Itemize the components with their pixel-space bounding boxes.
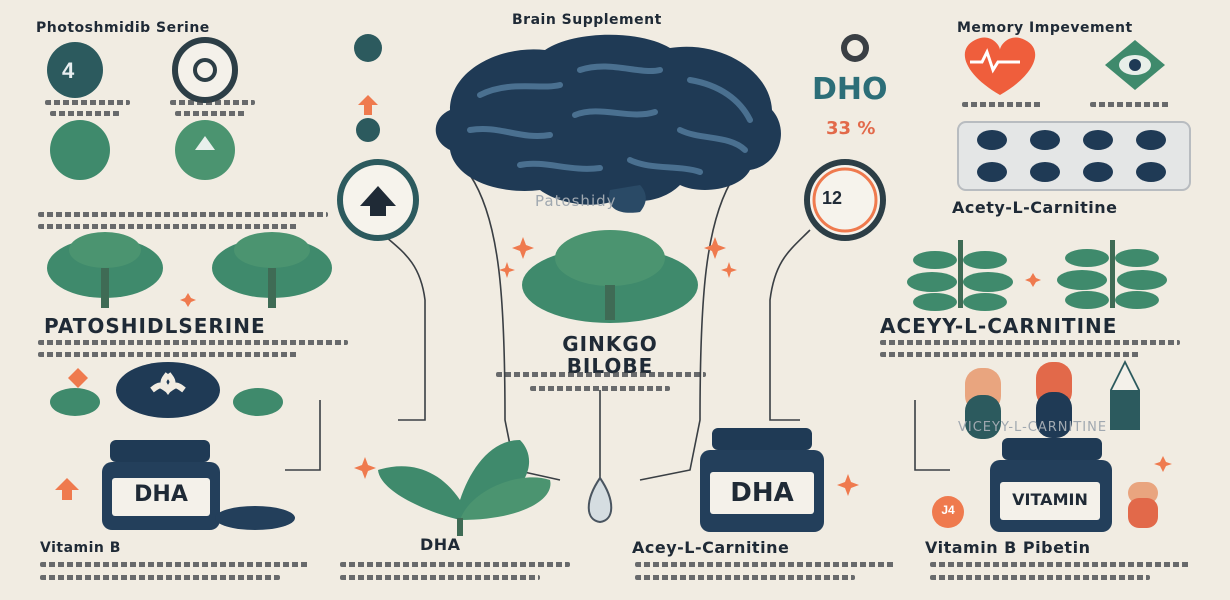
squiggle-text: [38, 340, 348, 345]
squiggle-text: [1090, 102, 1170, 107]
ginkgo-leaf-icon: [378, 440, 551, 536]
small-icons-upper: [354, 34, 869, 142]
ginkgo-tree-icon: [522, 230, 698, 323]
capsules-right: [965, 360, 1140, 439]
squiggle-text: [40, 575, 280, 580]
squiggle-text: [930, 575, 1150, 580]
brain-supplement-title: Brain Supplement: [512, 12, 662, 28]
sparkle-icons: [55, 237, 1172, 500]
jar-left: [102, 440, 295, 530]
squiggle-text: [340, 575, 540, 580]
squiggle-text: [38, 212, 328, 217]
squiggle-text: [635, 575, 855, 580]
dha-bottom-label: DHA: [420, 535, 461, 554]
heart-icon: [964, 37, 1036, 95]
connector-lines: [285, 174, 950, 505]
icon-number-left: 4: [62, 58, 75, 83]
arrow-circle-left: [337, 159, 419, 241]
water-drop-icon: [587, 476, 613, 524]
phosphatidylserine-top-label: Photoshmidib Serine: [36, 20, 210, 36]
squiggle-text: [635, 562, 895, 567]
squiggle-text: [930, 562, 1190, 567]
squiggle-text: [340, 562, 570, 567]
dha-jar-left-label: DHA: [134, 482, 188, 507]
acetyl-l-carnitine-bottom-label: Acey-L-Carnitine: [632, 538, 790, 557]
tree-icon-left-2: [212, 232, 332, 308]
squiggle-text: [530, 386, 670, 391]
leaf-plant-right-2: [1057, 240, 1167, 309]
capsule-small-right: [1128, 482, 1158, 528]
icon-number-right: 12: [822, 188, 843, 208]
vicety-l-carnitine-label: VICEYY-L-CARNITINE: [958, 420, 1108, 435]
acetyl-l-carnitine-top-label: Acety-L-Carnitine: [952, 198, 1118, 217]
percent-label: 33 %: [826, 118, 876, 139]
squiggle-text: [880, 340, 1180, 345]
squiggle-text: [38, 352, 298, 357]
round-icons-left: [47, 37, 238, 180]
blister-pack: [957, 121, 1191, 191]
patoshidl-serine-label: PATOSHIDLSERINE: [44, 314, 266, 338]
dha-jar-center-label: DHA: [730, 478, 794, 508]
squiggle-text: [170, 100, 255, 105]
vitamin-jar-label: VITAMIN: [1012, 490, 1088, 509]
tree-icon-left-1: [47, 232, 163, 308]
capsule-badge-label: J4: [941, 503, 955, 517]
icon-row-left: [50, 362, 283, 418]
arrow-circle-right: [804, 159, 886, 241]
vitamin-b-bottom-left-label: Vitamin B: [40, 540, 121, 556]
squiggle-text: [496, 372, 706, 377]
brain-illustration: [435, 34, 781, 213]
squiggle-text: [50, 111, 120, 116]
eye-icon: [1105, 40, 1165, 90]
patoshidy-label: Patoshidy: [535, 192, 617, 210]
squiggle-text: [45, 100, 130, 105]
squiggle-text: [175, 111, 247, 116]
acetyl-l-carnitine-mid-label: ACEYY-L-CARNITINE: [880, 314, 1118, 338]
jar-center: [700, 428, 824, 532]
capsule-badge: [932, 496, 964, 528]
squiggle-text: [962, 102, 1042, 107]
memory-improvement-label: Memory Impevement: [957, 20, 1133, 36]
squiggle-text: [38, 224, 298, 229]
vitamin-b-bottom-right-label: Vitamin B Pibetin: [925, 538, 1091, 557]
jar-right: [990, 438, 1112, 532]
squiggle-text: [880, 352, 1140, 357]
squiggle-text: [40, 562, 310, 567]
leaf-plant-right-1: [907, 240, 1013, 311]
ginkgo-biloba-label: GINKGO BILOBE: [562, 332, 658, 378]
dho-label: DHO: [812, 72, 888, 107]
